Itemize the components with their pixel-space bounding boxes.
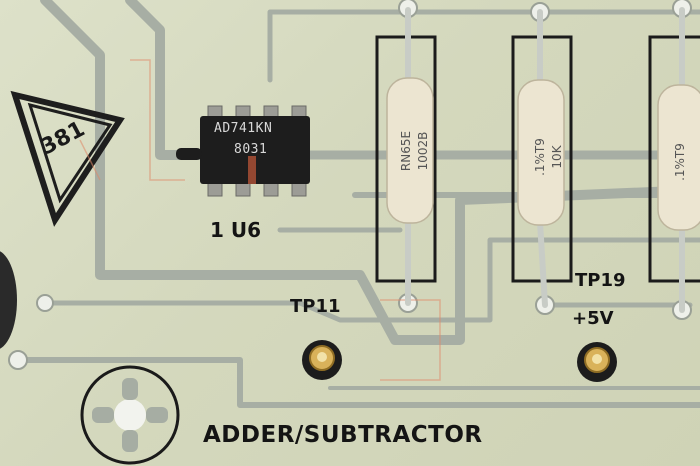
- edge-component: [0, 251, 17, 349]
- tp19-voltage: +5V: [572, 308, 614, 329]
- resistor-leads: [405, 7, 685, 313]
- resistor-bodies: [386, 77, 700, 231]
- test-point-tp19: [577, 342, 617, 382]
- test-point-tp11: [302, 340, 342, 380]
- ul-logo: [10, 90, 125, 227]
- resistor-2-tolerance: .1%T9: [533, 138, 547, 176]
- resistor-1-code: RN65E: [399, 130, 413, 172]
- trace-top-diagonal: [125, 0, 205, 160]
- ic-package: [176, 105, 310, 197]
- pcb-pads: [8, 0, 692, 370]
- pcb-traces: [15, 0, 700, 408]
- resistor-2-value: 10K: [550, 145, 564, 169]
- chip-part-number: AD741KN: [214, 121, 273, 136]
- tp11-label: TP11: [290, 296, 341, 317]
- trace-tp-row: [42, 237, 700, 323]
- trace-bottom-a: [15, 357, 700, 408]
- trace-left-diagonal: [40, 0, 700, 345]
- chip-reference: 1 U6: [210, 218, 262, 242]
- chip-date-code: 8031: [234, 142, 268, 157]
- board-label: ADDER/SUBTRACTOR: [203, 422, 483, 448]
- target-symbol: [80, 365, 180, 465]
- resistor-1-value: 1002B: [416, 131, 430, 171]
- trace-top-bus: [267, 9, 700, 83]
- resistor-3-tolerance: .1%T9: [673, 143, 687, 181]
- tp19-label: TP19: [575, 270, 626, 291]
